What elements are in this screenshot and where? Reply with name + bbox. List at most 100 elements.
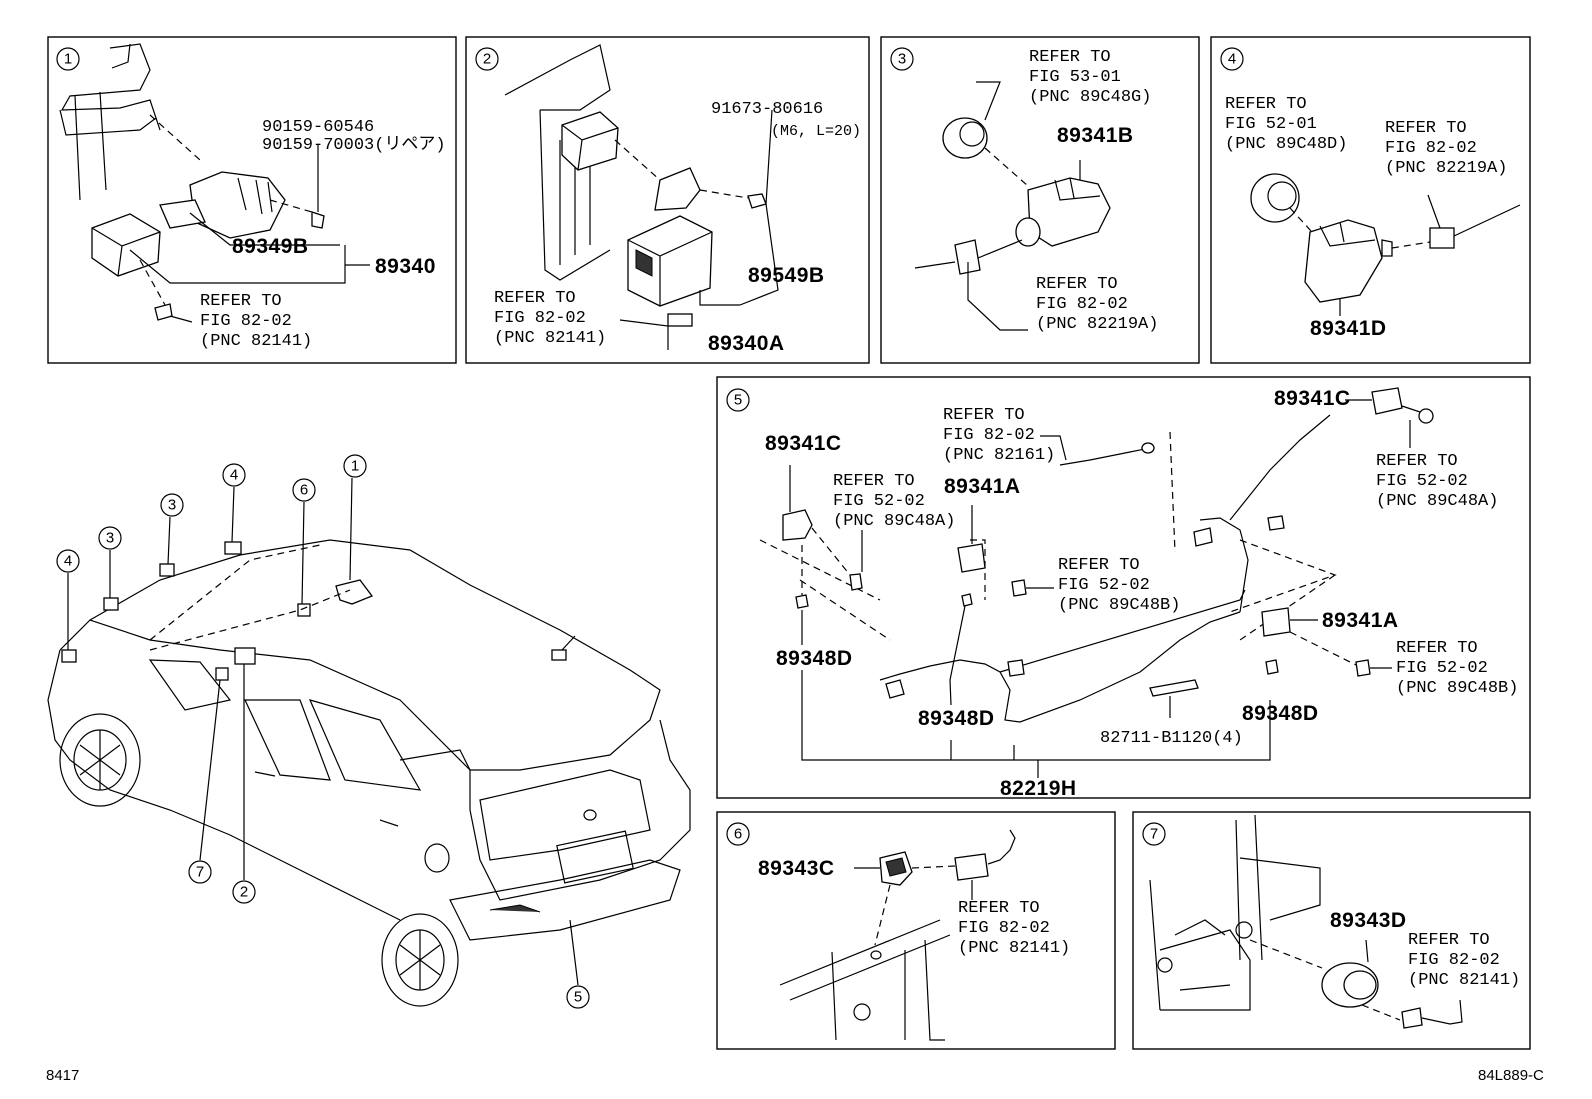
clip-label: 82711-B1120(4) — [1100, 729, 1243, 748]
refer-line-3: (PNC 82141) — [958, 939, 1070, 958]
part-label-89341C-right: 89341C — [1274, 387, 1351, 410]
part-label-89549B: 89549B — [748, 264, 825, 287]
panel-7: 7 89343D REFER TO FIG 82-02 (PNC 82141) — [1132, 811, 1531, 1050]
panel-1: 1 90159-60546 90159-70003(リペア) 89349B 89… — [47, 36, 457, 364]
part-label-89341A-left: 89341A — [944, 475, 1021, 498]
part-label-82219H: 82219H — [1000, 777, 1077, 800]
panel-4: 4 REFER TO FIG 52-01 (PNC 89C48D) REFER … — [1210, 36, 1531, 364]
part-label-89348D-1: 89348D — [776, 647, 853, 670]
refer-line-1: REFER TO — [1408, 931, 1490, 950]
panel-6-number: 6 — [734, 826, 742, 843]
side-windows — [148, 659, 422, 791]
refer-top-line-2: FIG 82-02 — [943, 426, 1035, 445]
panel-3-number: 3 — [898, 51, 906, 68]
refer-line-2: FIG 82-02 — [494, 309, 586, 328]
refer-a-left-line-3: (PNC 89C48B) — [1058, 596, 1180, 615]
sensor-89341C-left-drawing — [782, 509, 813, 541]
mount-bracket-drawing — [779, 919, 951, 1041]
refer-right-line-2: FIG 82-02 — [1385, 139, 1477, 158]
refer-c-right-line-2: FIG 52-02 — [1376, 472, 1468, 491]
refer-line-1: REFER TO — [200, 292, 282, 311]
roof-outline — [89, 539, 661, 771]
panel-3: 3 REFER TO FIG 53-01 (PNC 89C48G) 89341B… — [880, 36, 1200, 364]
refer-line-3: (PNC 82141) — [1408, 971, 1520, 990]
column-bracket-drawing — [60, 43, 161, 201]
panel-6: 6 89343C REFER TO FIG 82-02 (PNC 82141) — [716, 811, 1116, 1050]
refer-top-line-3: (PNC 89C48G) — [1029, 88, 1151, 107]
refer-bot-line-2: FIG 82-02 — [1036, 295, 1128, 314]
refer-bot-line-1: REFER TO — [1036, 275, 1118, 294]
refer-c-left-line-3: (PNC 89C48A) — [833, 512, 955, 531]
vehicle-overview: 1 2 3 3 4 4 5 6 7 — [47, 454, 691, 1009]
part-label-89348D-2: 89348D — [918, 707, 995, 730]
part-label-89341A-right: 89341A — [1322, 609, 1399, 632]
refer-a-right-line-2: FIG 52-02 — [1396, 659, 1488, 678]
part-label-89341C-left: 89341C — [765, 432, 842, 455]
refer-top-line-3: (PNC 82161) — [943, 446, 1055, 465]
part-label-89343D: 89343D — [1330, 909, 1407, 932]
car-callout-4a: 4 — [230, 467, 238, 484]
license-plate — [556, 830, 634, 884]
bolt-label-91673-80616: 91673-80616 — [711, 100, 823, 119]
sensor-89341A-left-drawing — [957, 543, 986, 573]
bolt-label-90159-70003: 90159-70003(リペア) — [262, 136, 446, 155]
sensor-body-drawing — [1027, 177, 1111, 247]
panel-5: 5 — [716, 376, 1531, 800]
connector-drawing — [954, 853, 989, 881]
panel-2-number: 2 — [483, 51, 491, 68]
footer-right-code: 84L889-C — [1478, 1067, 1544, 1084]
refer-top-line-1: REFER TO — [1029, 48, 1111, 67]
sensor-bezel-drawing — [942, 117, 988, 159]
refer-line-2: FIG 82-02 — [958, 919, 1050, 938]
panel-5-number: 5 — [734, 392, 742, 409]
door-structure-drawing — [1149, 814, 1321, 1011]
body-outline — [59, 619, 691, 901]
car-callout-2: 2 — [240, 884, 248, 901]
panel-1-number: 1 — [64, 51, 72, 68]
bezel-drawing — [1250, 173, 1300, 223]
panel-1-frame — [47, 36, 457, 364]
car-callout-3b: 3 — [168, 497, 176, 514]
refer-a-left-line-1: REFER TO — [1058, 556, 1140, 575]
refer-a-right-line-1: REFER TO — [1396, 639, 1478, 658]
footer-left-code: 8417 — [46, 1067, 79, 1084]
panel-7-number: 7 — [1150, 826, 1158, 843]
extension-wire-drawing — [1059, 447, 1151, 466]
car-callout-5: 5 — [574, 989, 582, 1006]
panel-5-frame — [716, 376, 1531, 799]
harness-drawing — [879, 414, 1331, 723]
part-label-89340: 89340 — [375, 255, 436, 278]
part-label-89341B: 89341B — [1057, 124, 1134, 147]
refer-c-right-line-1: REFER TO — [1376, 452, 1458, 471]
panel-6-frame — [716, 811, 1116, 1050]
panel-3-frame — [880, 36, 1200, 364]
part-label-89340A: 89340A — [708, 332, 785, 355]
car-callout-7: 7 — [196, 864, 204, 881]
refer-bot-line-3: (PNC 82219A) — [1036, 315, 1158, 334]
refer-top-line-1: REFER TO — [943, 406, 1025, 425]
screw-drawing — [311, 211, 325, 229]
refer-line-1: REFER TO — [494, 289, 576, 308]
car-callout-4b: 4 — [64, 553, 72, 570]
refer-c-right-line-3: (PNC 89C48A) — [1376, 492, 1498, 511]
refer-line-3: (PNC 82141) — [200, 332, 312, 351]
panel-2-frame — [465, 36, 870, 364]
refer-line-2: FIG 82-02 — [1408, 951, 1500, 970]
bolt-spec: (M6, L=20) — [771, 123, 861, 140]
car-callout-6: 6 — [300, 482, 308, 499]
front-wheel — [59, 713, 141, 807]
sensor-drawing — [1304, 219, 1383, 303]
refer-line-3: (PNC 82141) — [494, 329, 606, 348]
part-label-89341D: 89341D — [1310, 317, 1387, 340]
clip-drawing — [1149, 679, 1199, 697]
panel-2: 2 91673-80616 (M6, L=20) 89549B 89340A R… — [465, 36, 870, 364]
refer-a-left-line-2: FIG 52-02 — [1058, 576, 1150, 595]
part-label-89343C: 89343C — [758, 857, 835, 880]
refer-c-left-line-2: FIG 52-02 — [833, 492, 925, 511]
refer-top-line-2: FIG 53-01 — [1029, 68, 1121, 87]
refer-right-line-1: REFER TO — [1385, 119, 1467, 138]
refer-c-left-line-1: REFER TO — [833, 472, 915, 491]
part-label-89348D-3: 89348D — [1242, 702, 1319, 725]
refer-line-1: REFER TO — [958, 899, 1040, 918]
